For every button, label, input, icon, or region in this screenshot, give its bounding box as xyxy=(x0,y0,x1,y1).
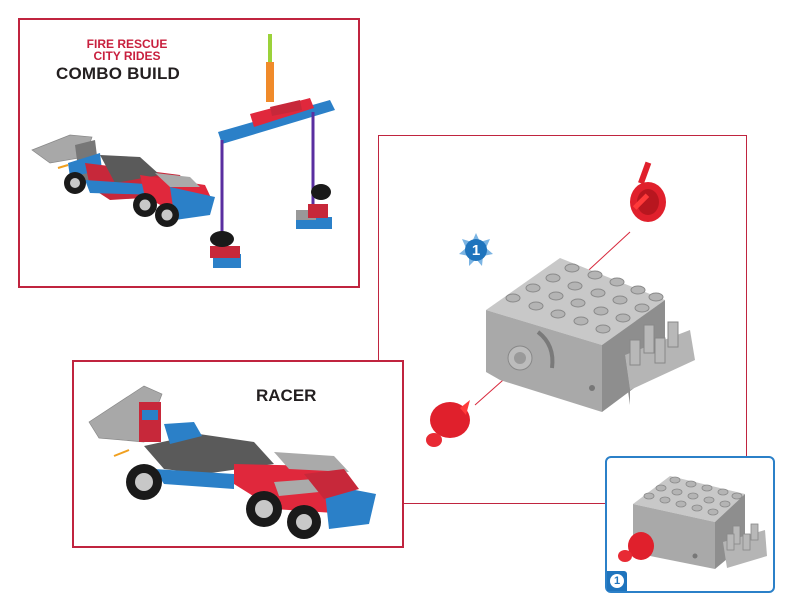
red-connector-top-icon xyxy=(630,161,666,222)
combo-subtitle-line2: CITY RIDES xyxy=(93,49,161,63)
step-result-inset: 1 xyxy=(605,456,775,593)
combo-title: COMBO BUILD xyxy=(56,64,181,83)
motor-brick-illustration xyxy=(426,161,695,447)
inset-step-number: 1 xyxy=(610,574,624,588)
step-number-badge: 1 xyxy=(459,233,493,266)
combo-build-panel: FIRE RESCUE CITY RIDES COMBO BUILD xyxy=(18,18,360,288)
step-frame xyxy=(378,135,747,504)
combo-racer-illustration xyxy=(31,134,215,227)
inset-step-badge: 1 xyxy=(607,571,627,591)
racer-illustration xyxy=(88,385,376,539)
red-connector-bottom-icon xyxy=(426,400,470,447)
combo-subtitle-line1: FIRE RESCUE xyxy=(86,37,168,51)
inset-red-connector-icon xyxy=(618,532,654,562)
inset-motor-illustration xyxy=(618,476,767,569)
step-number-text: 1 xyxy=(472,242,480,259)
racer-panel: RACER xyxy=(72,360,404,548)
racer-title: RACER xyxy=(256,386,317,405)
combo-gate-illustration xyxy=(210,34,335,268)
